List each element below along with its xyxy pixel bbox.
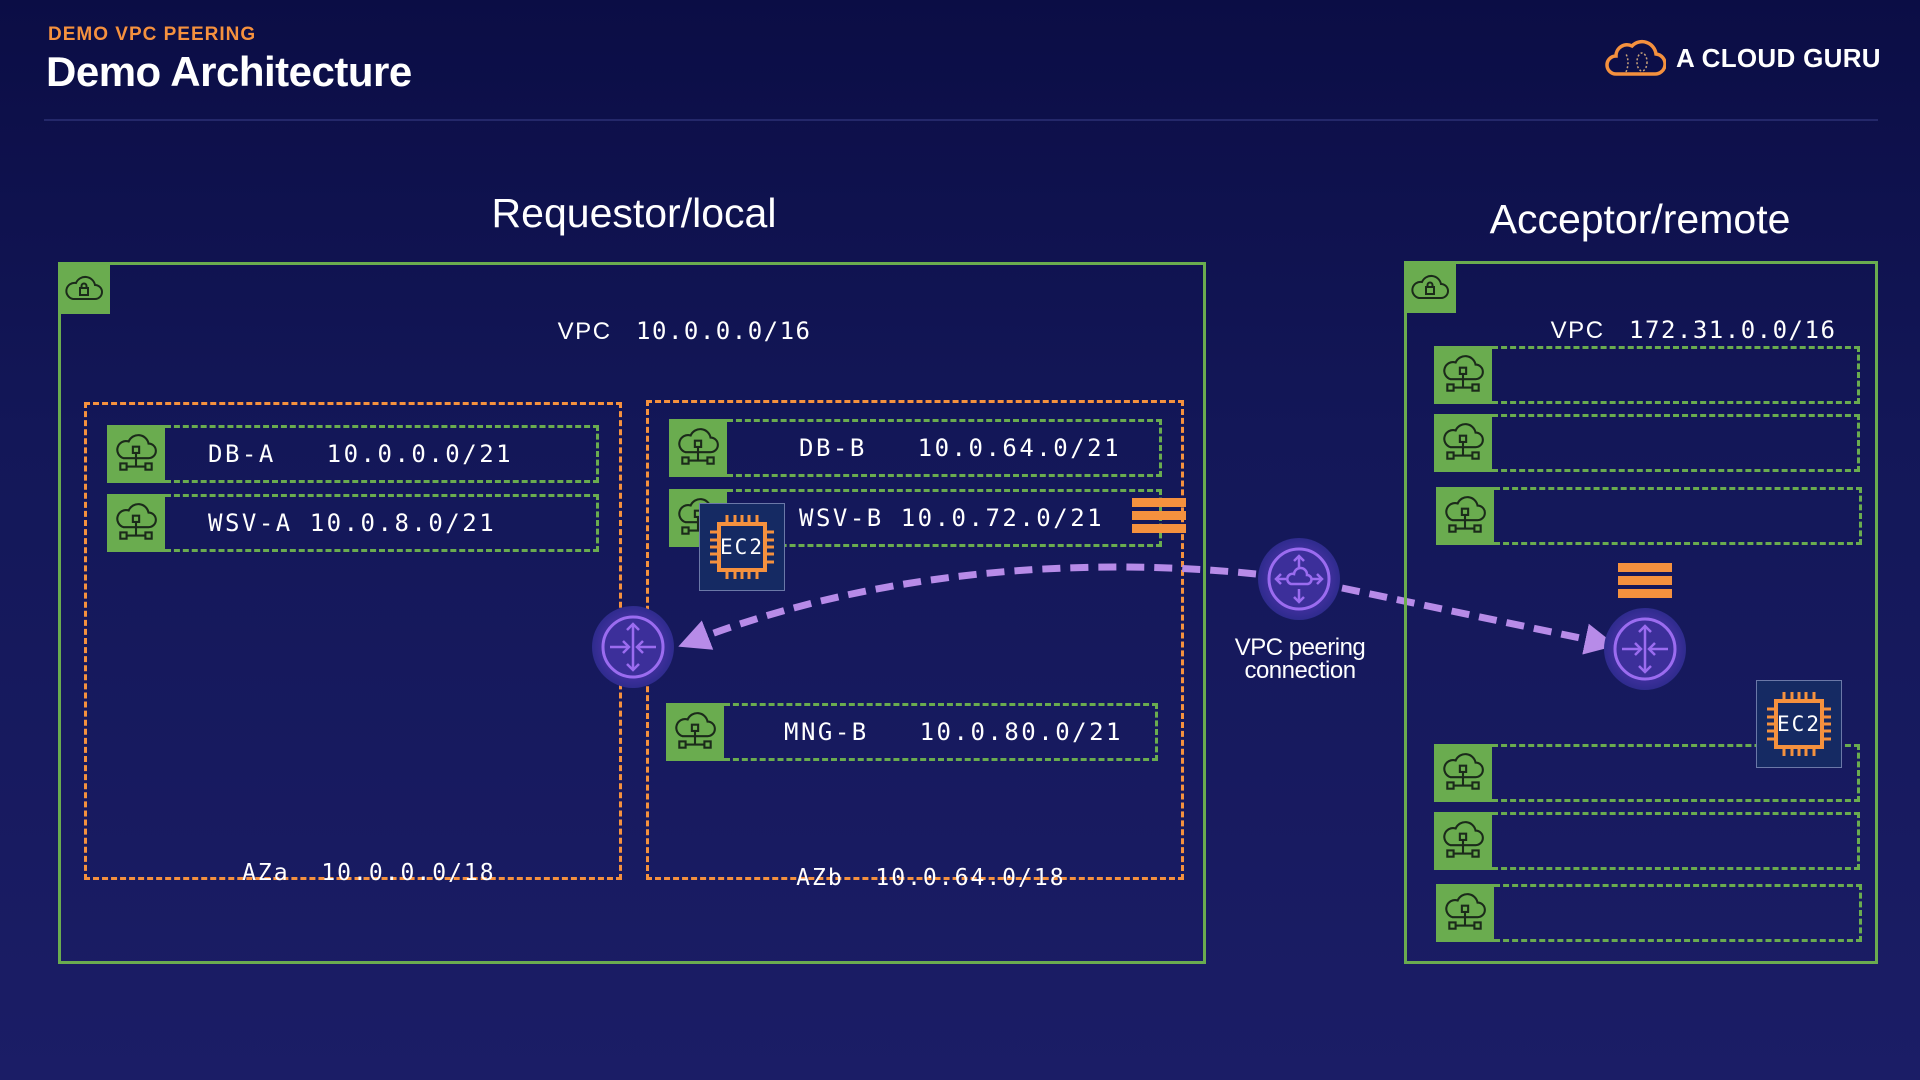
brand-logo: A CLOUD GURU bbox=[1604, 38, 1881, 78]
subnet-db-b: DB-B 10.0.64.0/21 bbox=[727, 419, 1162, 477]
remote-subnet bbox=[1492, 414, 1860, 472]
subnet-icon bbox=[1434, 744, 1492, 802]
vpc-cidr: 172.31.0.0/16 bbox=[1629, 316, 1837, 344]
router-icon bbox=[598, 612, 668, 682]
router-icon bbox=[1610, 614, 1680, 684]
vpc-cidr: 10.0.0.0/16 bbox=[636, 317, 812, 345]
peering-line-right bbox=[1341, 584, 1617, 655]
peering-label-line1: VPC peering bbox=[1234, 634, 1366, 661]
subnet-icon bbox=[1436, 487, 1494, 545]
subnet-name: DB-A bbox=[208, 440, 276, 468]
subnet-icon bbox=[666, 703, 724, 761]
remote-subnet bbox=[1492, 812, 1860, 870]
vpc-lock-icon bbox=[1404, 261, 1456, 313]
subnet-icon bbox=[669, 419, 727, 477]
subnet-cidr: 10.0.64.0/21 bbox=[917, 434, 1122, 462]
az-a-name: AZa bbox=[242, 860, 290, 886]
slide-eyebrow: DEMO VPC PEERING bbox=[48, 24, 257, 45]
subnet-name: WSV-B bbox=[799, 504, 884, 532]
az-a-cidr: 10.0.0.0/18 bbox=[321, 860, 496, 886]
remote-subnet bbox=[1492, 346, 1860, 404]
subnet-cidr: 10.0.8.0/21 bbox=[309, 509, 497, 537]
subnet-icon bbox=[1434, 346, 1492, 404]
requestor-vpc-label: VPC 10.0.0.0/16 bbox=[525, 289, 812, 374]
az-a-label: AZa 10.0.0.0/18 bbox=[84, 834, 622, 886]
ec2-label: EC2 bbox=[1777, 712, 1821, 736]
subnet-name: WSV-A bbox=[208, 509, 293, 537]
router-local bbox=[592, 606, 674, 688]
requestor-title: Requestor/local bbox=[491, 190, 777, 236]
route-table-icon bbox=[1618, 563, 1672, 602]
peering-label-line2: connection bbox=[1244, 657, 1356, 684]
header-divider bbox=[44, 119, 1878, 121]
subnet-label: DB-A 10.0.0.0/21 bbox=[208, 440, 513, 468]
subnet-cidr: 10.0.72.0/21 bbox=[900, 504, 1105, 532]
az-b-name: AZb bbox=[796, 865, 844, 891]
remote-subnet bbox=[1492, 744, 1860, 802]
ec2-instance-remote: EC2 bbox=[1756, 680, 1842, 768]
peering-icon bbox=[1267, 547, 1331, 611]
subnet-wsv-a: WSV-A 10.0.8.0/21 bbox=[165, 494, 599, 552]
subnet-label: WSV-A 10.0.8.0/21 bbox=[208, 509, 496, 537]
subnet-label: MNG-B 10.0.80.0/21 bbox=[784, 718, 1123, 746]
subnet-icon bbox=[1434, 812, 1492, 870]
acceptor-vpc-label: VPC 172.31.0.0/16 bbox=[1518, 288, 1836, 373]
subnet-db-a: DB-A 10.0.0.0/21 bbox=[165, 425, 599, 483]
subnet-icon bbox=[1436, 884, 1494, 942]
acceptor-vpc: VPC 172.31.0.0/16 bbox=[1404, 261, 1878, 964]
subnet-name: MNG-B bbox=[784, 718, 869, 746]
subnet-label: WSV-B 10.0.72.0/21 bbox=[799, 504, 1104, 532]
acceptor-title: Acceptor/remote bbox=[1489, 196, 1791, 242]
az-b-label: AZb 10.0.64.0/18 bbox=[646, 839, 1184, 891]
subnet-mng-b: MNG-B 10.0.80.0/21 bbox=[724, 703, 1158, 761]
cloud-logo-icon bbox=[1605, 39, 1666, 76]
requestor-vpc: VPC 10.0.0.0/16 bbox=[58, 262, 1206, 964]
logo-text: A CLOUD GURU bbox=[1676, 42, 1881, 73]
vpc-label-text: VPC bbox=[1550, 317, 1605, 344]
ec2-instance-local: EC2 bbox=[699, 503, 785, 591]
subnet-wsv-b: WSV-B 10.0.72.0/21 bbox=[727, 489, 1162, 547]
subnet-cidr: 10.0.80.0/21 bbox=[919, 718, 1123, 746]
vpc-label-text: VPC bbox=[557, 318, 612, 345]
vpc-lock-icon bbox=[58, 262, 110, 314]
subnet-icon bbox=[107, 425, 165, 483]
subnet-name: DB-B bbox=[799, 434, 867, 462]
peering-line-left bbox=[678, 563, 1257, 650]
slide-title: Demo Architecture bbox=[46, 48, 412, 95]
subnet-icon bbox=[107, 494, 165, 552]
vpc-peering-connection bbox=[1258, 538, 1340, 620]
subnet-icon bbox=[1434, 414, 1492, 472]
subnet-cidr: 10.0.0.0/21 bbox=[326, 440, 514, 468]
remote-subnet bbox=[1494, 884, 1862, 942]
remote-subnet bbox=[1494, 487, 1862, 545]
az-b-cidr: 10.0.64.0/18 bbox=[875, 865, 1066, 891]
subnet-label: DB-B 10.0.64.0/21 bbox=[799, 434, 1121, 462]
router-remote bbox=[1604, 608, 1686, 690]
ec2-label: EC2 bbox=[720, 535, 764, 559]
peering-label: VPC peering connection bbox=[1210, 634, 1390, 684]
route-table-icon bbox=[1132, 498, 1186, 537]
